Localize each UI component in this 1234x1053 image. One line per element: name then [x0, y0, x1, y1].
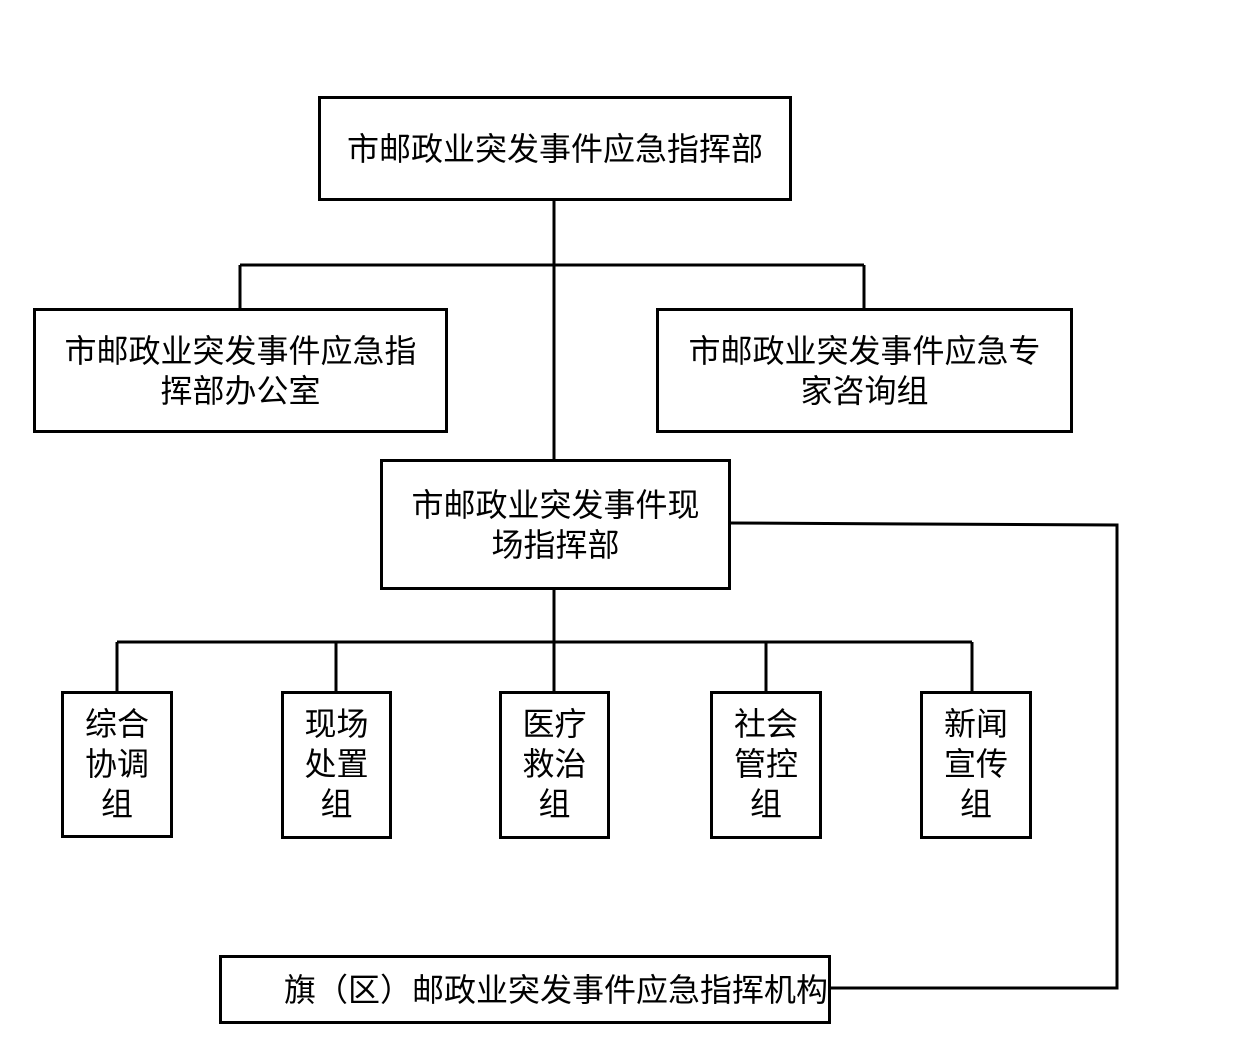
group-label-1: 综合协调组 — [85, 705, 150, 823]
group-box-4: 社会管控组 — [710, 691, 822, 839]
county-link-line — [728, 521, 1119, 990]
group-box-1: 综合协调组 — [61, 691, 173, 838]
field-command-box: 市邮政业突发事件现场指挥部 — [380, 459, 731, 590]
county-agency-label: 旗（区）邮政业突发事件应急指挥机构 — [284, 970, 829, 1009]
command-office-box: 市邮政业突发事件应急指挥部办公室 — [33, 308, 448, 433]
group-box-5: 新闻宣传组 — [920, 691, 1032, 839]
command-office-label: 市邮政业突发事件应急指挥部办公室 — [64, 331, 417, 410]
group-box-3: 医疗救治组 — [499, 691, 610, 839]
expert-group-box: 市邮政业突发事件应急专家咨询组 — [656, 308, 1073, 433]
group-label-5: 新闻宣传组 — [944, 705, 1009, 823]
field-command-label: 市邮政业突发事件现场指挥部 — [411, 485, 700, 564]
main-command-label: 市邮政业突发事件应急指挥部 — [346, 129, 763, 168]
expert-group-label: 市邮政业突发事件应急专家咨询组 — [688, 331, 1041, 410]
group-label-3: 医疗救治组 — [522, 705, 587, 823]
county-agency-box: 旗（区）邮政业突发事件应急指挥机构 — [219, 955, 831, 1024]
group-label-4: 社会管控组 — [734, 705, 799, 823]
group-box-2: 现场处置组 — [281, 691, 392, 839]
main-command-box: 市邮政业突发事件应急指挥部 — [318, 96, 792, 201]
group-label-2: 现场处置组 — [304, 705, 369, 823]
